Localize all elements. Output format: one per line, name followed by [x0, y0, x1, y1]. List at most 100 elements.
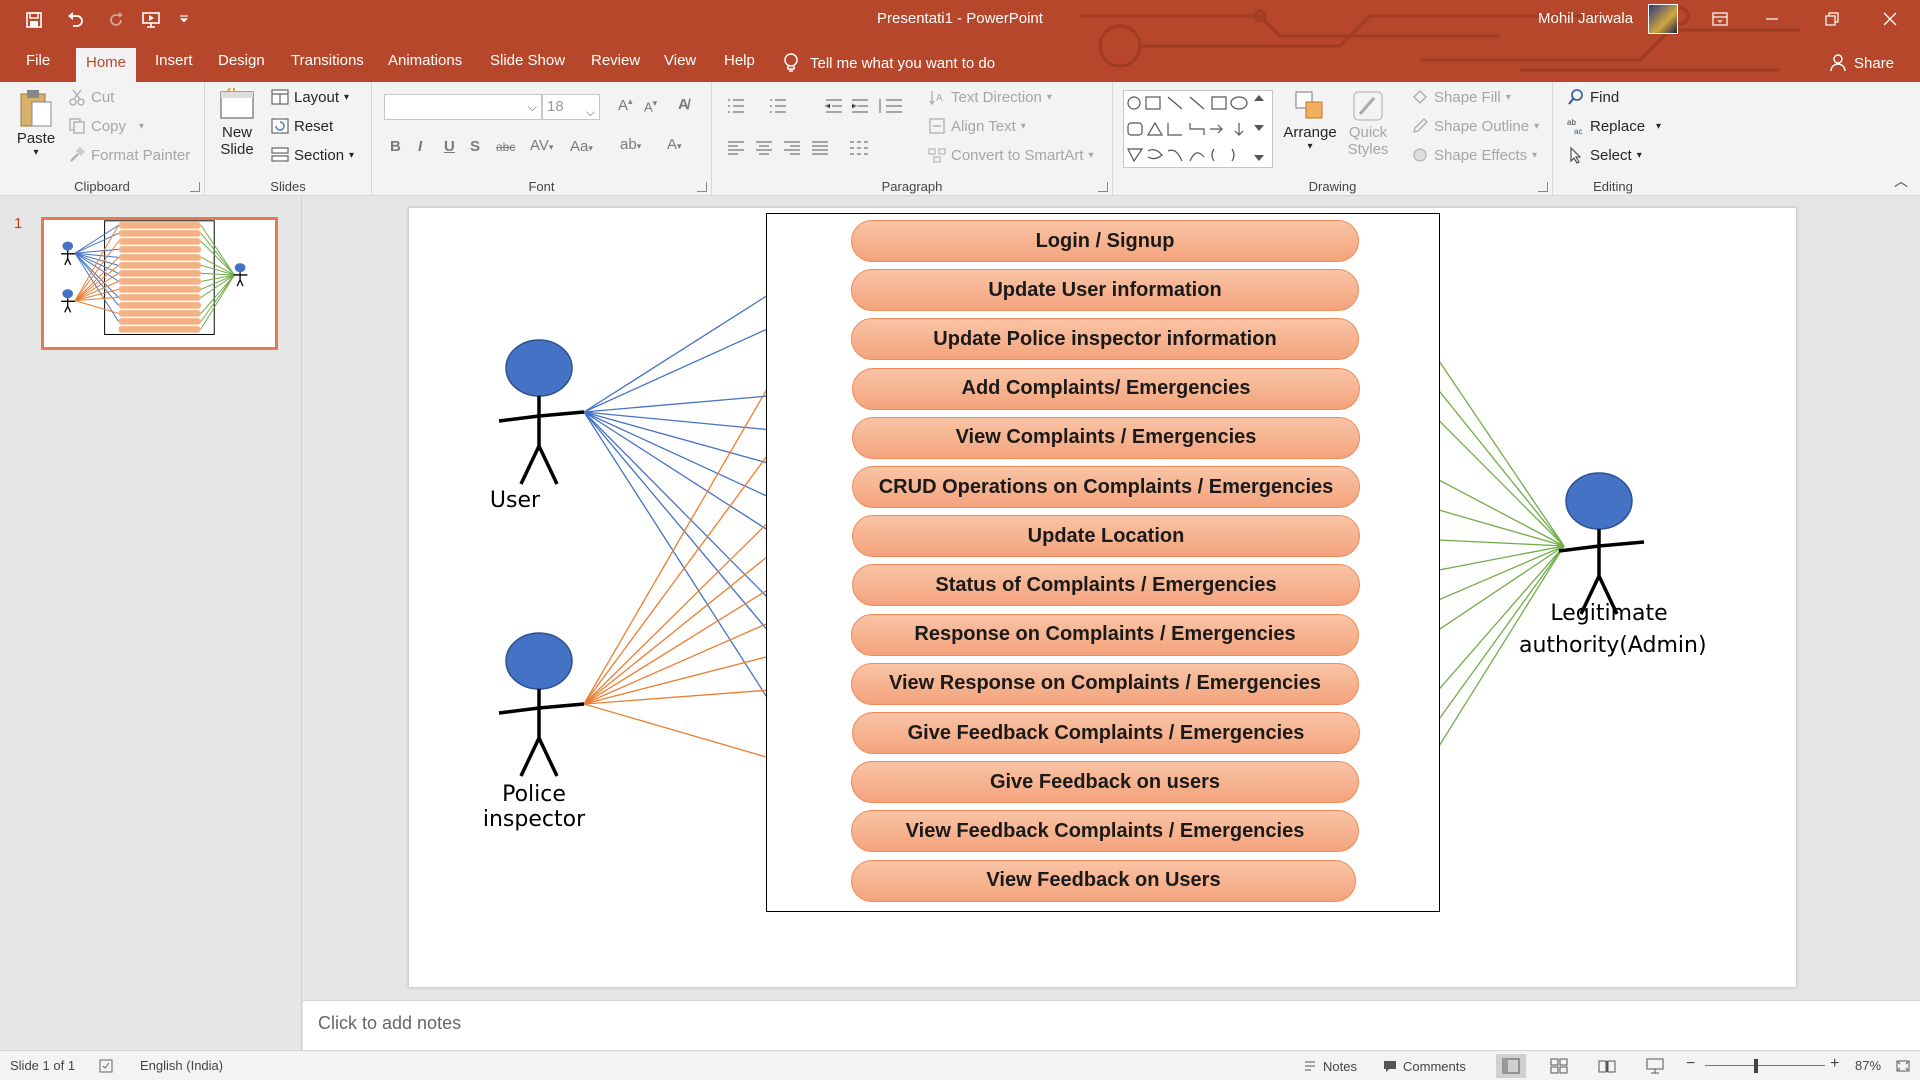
- tab-insert[interactable]: Insert: [155, 52, 193, 69]
- tab-home[interactable]: Home: [76, 48, 137, 82]
- shape-outline-button[interactable]: Shape Outline▾: [1411, 117, 1539, 135]
- clipboard-launcher-icon[interactable]: [190, 182, 200, 192]
- tab-view[interactable]: View: [664, 52, 697, 69]
- italic-icon[interactable]: I: [418, 138, 423, 155]
- actor-label-police-inspector[interactable]: Police inspector: [482, 782, 586, 832]
- minimize-icon[interactable]: [1752, 4, 1792, 34]
- redo-icon[interactable]: [104, 8, 128, 32]
- zoom-slider[interactable]: [1705, 1065, 1825, 1066]
- new-slide-button[interactable]: New Slide: [215, 88, 259, 158]
- use-case-8[interactable]: Status of Complaints / Emergencies: [852, 564, 1360, 607]
- layout-button[interactable]: Layout▾: [271, 88, 349, 106]
- zoom-slider-thumb[interactable]: [1754, 1059, 1759, 1073]
- change-case-icon[interactable]: Aa▾: [570, 138, 593, 155]
- use-case-14[interactable]: View Feedback on Users: [851, 859, 1356, 902]
- shape-fill-button[interactable]: Shape Fill▾: [1411, 88, 1511, 106]
- quick-styles-button[interactable]: Quick Styles: [1343, 88, 1393, 158]
- ribbon-display-options-icon[interactable]: [1700, 4, 1740, 34]
- use-case-3[interactable]: Update Police inspector information: [851, 318, 1359, 361]
- start-from-beginning-icon[interactable]: [138, 8, 164, 32]
- notes-placeholder[interactable]: Click to add notes: [318, 1013, 462, 1033]
- use-case-11[interactable]: Give Feedback Complaints / Emergencies: [852, 712, 1360, 754]
- actor-admin[interactable]: [1558, 472, 1645, 615]
- tab-review[interactable]: Review: [591, 52, 641, 69]
- font-color-icon[interactable]: A▾: [667, 136, 682, 153]
- paragraph-launcher-icon[interactable]: [1098, 182, 1108, 192]
- shape-effects-button[interactable]: Shape Effects▾: [1411, 146, 1537, 164]
- clear-formatting-icon[interactable]: A̸: [678, 96, 689, 113]
- use-case-4[interactable]: Add Complaints/ Emergencies: [852, 367, 1360, 410]
- use-case-7[interactable]: Update Location: [852, 515, 1360, 558]
- tab-slide-show[interactable]: Slide Show: [490, 52, 566, 69]
- align-text-button[interactable]: Align Text▾: [928, 117, 1026, 135]
- customize-qat-icon[interactable]: [176, 8, 192, 32]
- strikethrough-icon[interactable]: abc: [496, 140, 516, 154]
- avatar[interactable]: [1648, 4, 1678, 34]
- normal-view-icon[interactable]: [1496, 1054, 1526, 1078]
- slide-sorter-icon[interactable]: [1544, 1054, 1574, 1078]
- convert-smartart-button[interactable]: Convert to SmartArt▾: [928, 146, 1094, 164]
- grow-font-icon[interactable]: A▴: [618, 96, 633, 114]
- arrange-button[interactable]: Arrange ▾: [1281, 88, 1339, 152]
- font-size-combo[interactable]: 18 ⌵: [542, 94, 600, 120]
- slide-show-icon[interactable]: [1640, 1054, 1670, 1078]
- tab-animations[interactable]: Animations: [388, 52, 463, 69]
- section-button[interactable]: Section▾: [271, 146, 354, 164]
- zoom-out-icon[interactable]: −: [1686, 1055, 1696, 1072]
- comments-button[interactable]: Comments: [1382, 1058, 1466, 1074]
- select-button[interactable]: Select▾: [1567, 146, 1642, 164]
- underline-icon[interactable]: U: [444, 138, 455, 155]
- drawing-launcher-icon[interactable]: [1538, 182, 1548, 192]
- use-case-1[interactable]: Login / Signup: [851, 220, 1359, 262]
- find-button[interactable]: Find: [1567, 88, 1619, 106]
- actor-user[interactable]: [498, 339, 585, 485]
- use-case-2[interactable]: Update User information: [851, 269, 1359, 312]
- use-case-9[interactable]: Response on Complaints / Emergencies: [851, 613, 1359, 656]
- tell-me-search[interactable]: Tell me what you want to do: [782, 44, 995, 82]
- bold-icon[interactable]: B: [390, 138, 401, 155]
- shapes-gallery[interactable]: [1123, 90, 1273, 168]
- zoom-level[interactable]: 87%: [1855, 1058, 1882, 1073]
- cut-button[interactable]: Cut: [68, 88, 114, 106]
- paste-button[interactable]: Paste ▾: [14, 88, 58, 158]
- paste-dropdown-icon[interactable]: ▾: [33, 147, 39, 158]
- shrink-font-icon[interactable]: A▾: [644, 98, 658, 115]
- use-case-13[interactable]: View Feedback Complaints / Emergencies: [851, 810, 1359, 853]
- tab-help[interactable]: Help: [724, 52, 755, 69]
- fit-slide-icon[interactable]: [1895, 1058, 1911, 1074]
- text-direction-button[interactable]: A Text Direction▾: [928, 88, 1052, 106]
- use-case-10[interactable]: View Response on Complaints / Emergencie…: [851, 662, 1359, 705]
- use-case-5[interactable]: View Complaints / Emergencies: [852, 416, 1360, 459]
- highlight-icon[interactable]: ab▾: [620, 136, 642, 153]
- copy-button[interactable]: Copy ▾: [68, 117, 144, 135]
- zoom-in-icon[interactable]: +: [1830, 1055, 1840, 1072]
- language-indicator[interactable]: English (India): [140, 1058, 224, 1073]
- collapse-ribbon-icon[interactable]: ︿: [1894, 173, 1908, 189]
- tab-design[interactable]: Design: [218, 52, 265, 69]
- tab-file[interactable]: File: [26, 52, 51, 69]
- alignment-icons[interactable]: [726, 138, 916, 158]
- use-case-12[interactable]: Give Feedback on users: [851, 761, 1359, 804]
- notes-button[interactable]: Notes: [1302, 1058, 1357, 1074]
- slide-thumbnail[interactable]: [41, 217, 278, 350]
- tab-transitions[interactable]: Transitions: [291, 52, 364, 69]
- use-case-6[interactable]: CRUD Operations on Complaints / Emergenc…: [852, 466, 1360, 508]
- reading-view-icon[interactable]: [1592, 1054, 1622, 1078]
- actor-police-inspector[interactable]: [498, 632, 585, 777]
- font-launcher-icon[interactable]: [697, 182, 707, 192]
- user-name[interactable]: Mohil Jariwala: [1538, 10, 1634, 27]
- spell-check-icon[interactable]: [98, 1058, 114, 1074]
- notes-pane[interactable]: Click to add notes: [303, 1000, 1920, 1050]
- font-name-combo[interactable]: ⌵: [384, 94, 542, 120]
- restore-icon[interactable]: [1812, 4, 1852, 34]
- undo-icon[interactable]: [58, 8, 92, 32]
- close-icon[interactable]: [1870, 4, 1910, 34]
- actor-label-admin[interactable]: Legitimate authority(Admin): [1519, 598, 1707, 662]
- format-painter-button[interactable]: Format Painter: [68, 146, 190, 164]
- save-icon[interactable]: [22, 8, 46, 32]
- list-indent-icons[interactable]: [726, 96, 926, 116]
- reset-button[interactable]: Reset: [271, 117, 333, 135]
- share-button[interactable]: Share: [1830, 44, 1894, 82]
